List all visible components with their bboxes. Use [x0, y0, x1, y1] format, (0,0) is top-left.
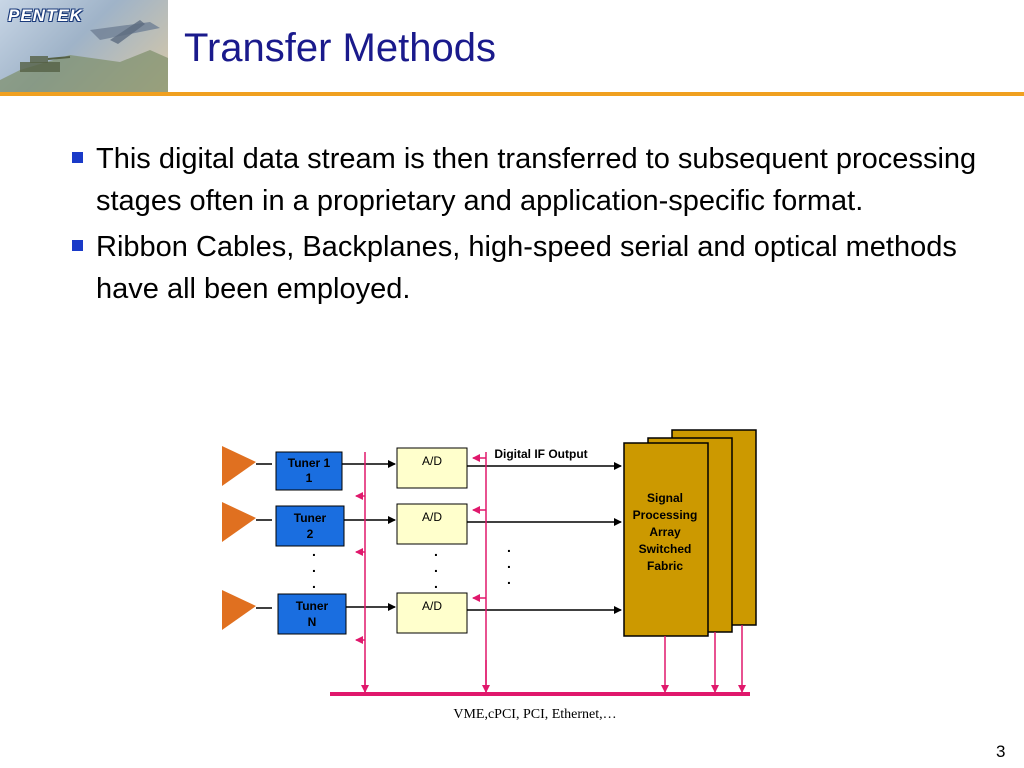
tuner-2-label: Tuner — [294, 511, 327, 525]
bullet-text: This digital data stream is then transfe… — [96, 143, 977, 217]
ellipsis-dot: . — [434, 559, 438, 575]
dsp-label: Array — [649, 525, 681, 539]
ellipsis-dot: . — [507, 555, 511, 571]
bullet-text: Ribbon Cables, Backplanes, high-speed se… — [96, 231, 957, 305]
ellipsis-dot: . — [312, 559, 316, 575]
dsp-label: Switched — [639, 542, 692, 556]
page-number: 3 — [996, 742, 1006, 761]
ad-box — [396, 447, 468, 489]
antenna-icon — [222, 446, 272, 486]
pentek-logo: PENTEK — [0, 0, 168, 92]
tuner-n-label: Tuner — [296, 599, 329, 613]
tuner-n-box — [277, 593, 347, 635]
dsp-board-middle — [647, 437, 733, 633]
dsp-label: Signal — [647, 491, 683, 505]
page-title: Transfer Methods — [184, 26, 496, 70]
ad-box — [396, 503, 468, 545]
dsp-label: Fabric — [647, 559, 683, 573]
bullet-item: This digital data stream is then transfe… — [72, 138, 992, 222]
ellipsis-dot: . — [312, 575, 316, 591]
ellipsis-dot: . — [434, 575, 438, 591]
antenna-icon — [222, 502, 272, 542]
bullet-list: This digital data stream is then transfe… — [72, 138, 992, 314]
tuner-1-box — [275, 451, 343, 491]
bus-label: VME,cPCI, PCI, Ethernet,… — [453, 707, 616, 722]
tuner-n-label: N — [308, 615, 317, 629]
ad-label: A/D — [422, 599, 442, 613]
title-rule — [0, 92, 1024, 96]
digital-if-output-label: Digital IF Output — [494, 447, 587, 461]
ellipsis-dot: . — [434, 543, 438, 559]
logo-artwork — [0, 20, 168, 92]
tuner-2-box — [275, 505, 345, 547]
square-bullet-icon — [72, 152, 83, 163]
tuner-1-label: 1 — [306, 471, 313, 485]
logo-text: PENTEK — [8, 6, 83, 25]
ad-box — [396, 592, 468, 634]
square-bullet-icon — [72, 240, 83, 251]
dsp-board-front — [623, 442, 709, 637]
bullet-item: Ribbon Cables, Backplanes, high-speed se… — [72, 226, 992, 310]
ellipsis-dot: . — [312, 543, 316, 559]
dsp-board-back — [671, 429, 757, 626]
ad-label: A/D — [422, 510, 442, 524]
ad-label: A/D — [422, 454, 442, 468]
ellipsis-dot: . — [507, 571, 511, 587]
dsp-label: Processing — [633, 508, 698, 522]
ellipsis-dot: . — [507, 539, 511, 555]
antenna-icon — [222, 590, 272, 630]
tuner-2-label: 2 — [307, 527, 314, 541]
tuner-1-label: Tuner 1 — [288, 456, 331, 470]
